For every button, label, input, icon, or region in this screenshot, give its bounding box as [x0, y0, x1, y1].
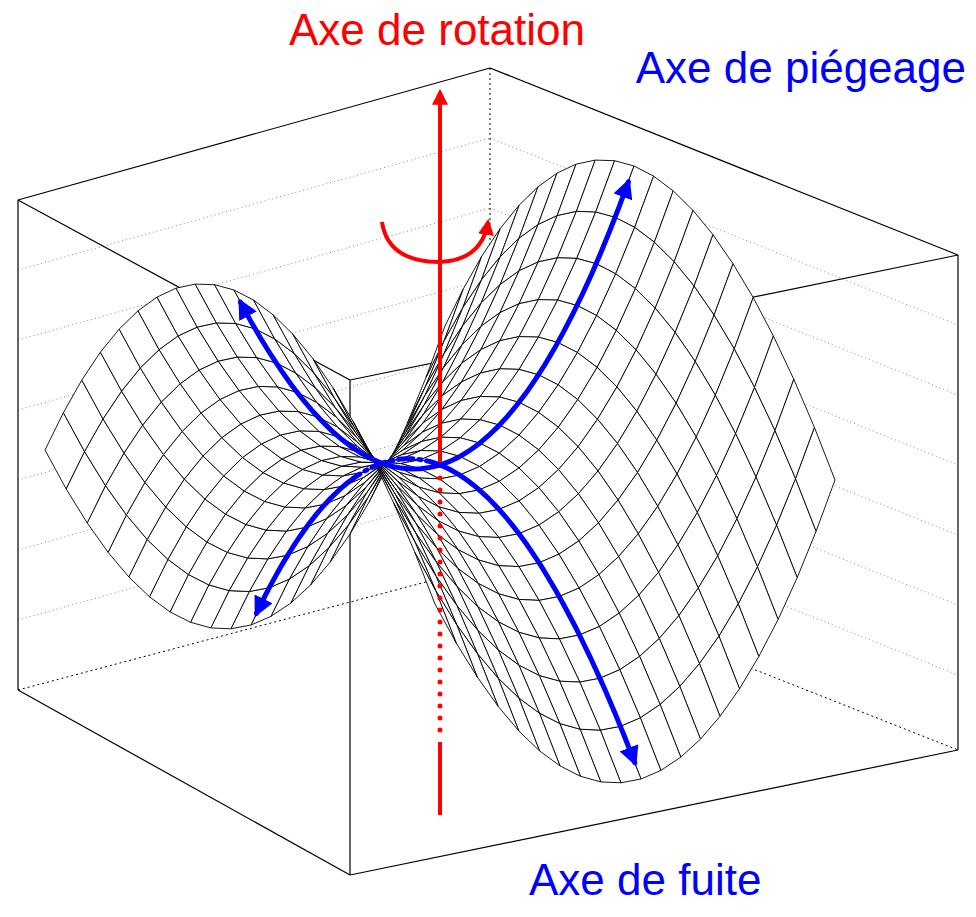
- mesh-cell: [477, 654, 518, 731]
- mesh-cell: [414, 551, 456, 643]
- rotation-arrow: [382, 222, 488, 262]
- hidden-edges: [18, 68, 958, 750]
- mesh-cell: [394, 503, 436, 590]
- trapping-axis: [240, 182, 628, 469]
- mesh-cell: [254, 300, 295, 354]
- axis-label: Axe de piégeage: [632, 44, 970, 92]
- mesh-cell: [293, 334, 334, 397]
- mesh-cell: [775, 379, 814, 478]
- mesh-cell: [457, 624, 499, 706]
- escape-axis: [257, 478, 354, 613]
- mesh-cell: [415, 542, 457, 624]
- rotation-axis: [438, 92, 442, 462]
- axis-label: Axe de rotation: [285, 6, 589, 54]
- axis-label: Axe de fuite: [525, 856, 765, 904]
- back-grid: [18, 138, 958, 675]
- bounding-box: [18, 68, 958, 875]
- mesh-cell: [395, 499, 436, 576]
- escape-axis: [440, 465, 635, 763]
- axes: [240, 92, 634, 815]
- rotation-axis-hidden: [438, 478, 443, 735]
- rotation-axis-lower: [438, 742, 442, 815]
- visible-edges: [18, 68, 958, 875]
